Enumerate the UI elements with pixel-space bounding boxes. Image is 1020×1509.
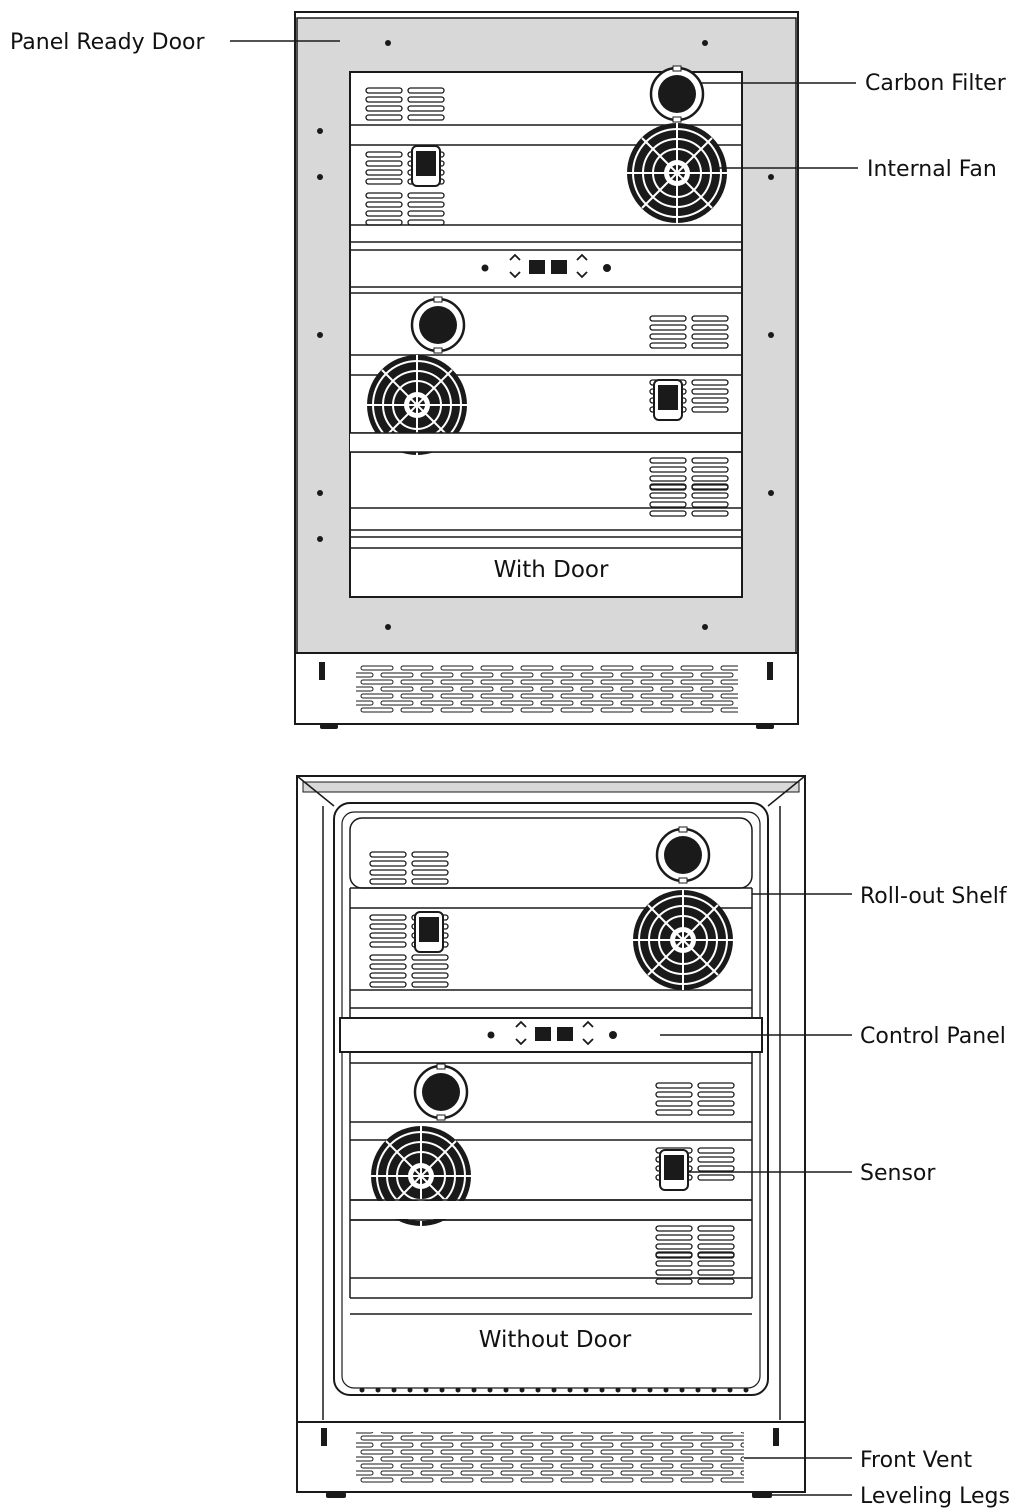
fan-open-top [632, 889, 734, 991]
sensor-top [411, 145, 441, 187]
label-internal-fan: Internal Fan [867, 157, 997, 182]
label-front-vent: Front Vent [860, 1448, 972, 1473]
label-sensor: Sensor [860, 1161, 936, 1186]
sensor-open-lower [659, 1149, 689, 1191]
fan-top [626, 122, 728, 224]
front-vent-top [356, 664, 738, 714]
liner-dots [359, 1387, 749, 1393]
leveling-legs-bottom [321, 1428, 779, 1498]
label-leveling-legs: Leveling Legs [860, 1484, 1010, 1509]
with-door-unit: With Door [294, 11, 799, 729]
inner-liner [333, 802, 769, 1396]
frame-bevels [296, 775, 806, 1420]
front-vent-grille [356, 1432, 744, 1484]
without-door-unit: Without Door [296, 775, 806, 1498]
label-control-panel: Control Panel [860, 1024, 1006, 1049]
with-door-caption: With Door [494, 557, 609, 583]
carbon-filter-lower [410, 295, 466, 355]
carbon-filter-open-lower [413, 1062, 469, 1122]
label-panel-ready-door: Panel Ready Door [10, 30, 205, 55]
carbon-filter-open [655, 825, 711, 885]
carbon-filter-top [649, 64, 705, 124]
label-roll-out-shelf: Roll-out Shelf [860, 884, 1008, 909]
without-door-caption: Without Door [479, 1327, 632, 1353]
callout-lines [230, 40, 858, 1496]
sensor-lower [653, 379, 683, 421]
sensor-open-top [414, 911, 444, 953]
door-screws [317, 40, 774, 630]
leveling-legs-top [319, 662, 774, 729]
label-carbon-filter: Carbon Filter [865, 71, 1007, 96]
